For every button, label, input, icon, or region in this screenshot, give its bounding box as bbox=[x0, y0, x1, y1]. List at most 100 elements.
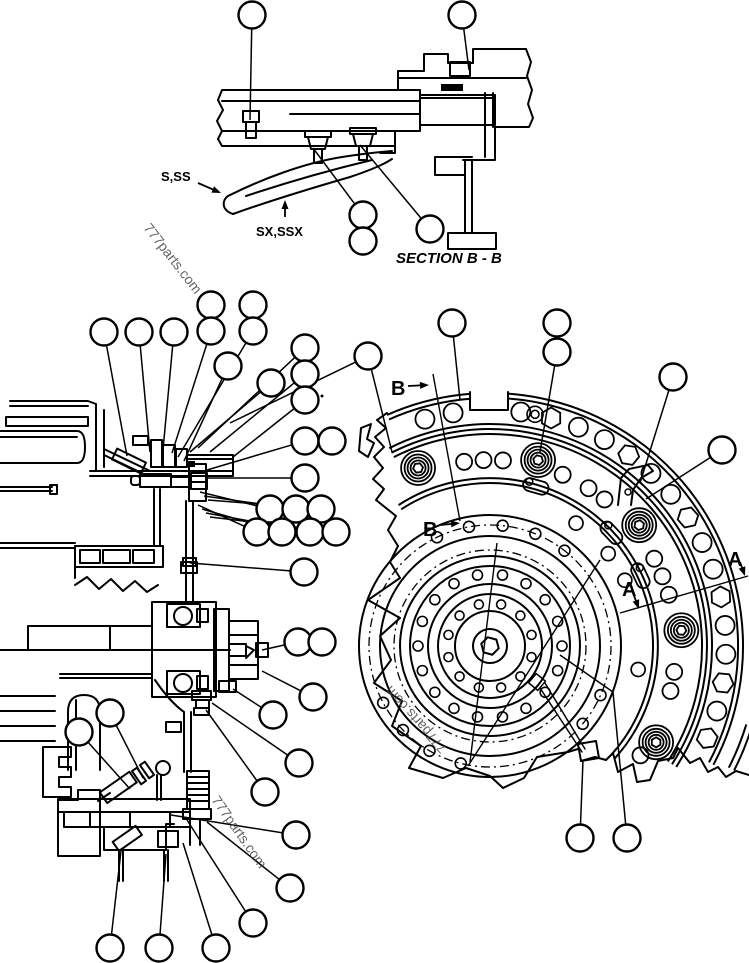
hub-bolt-hole bbox=[471, 711, 484, 723]
section-bb-view bbox=[216, 48, 534, 250]
hub-bolt-hole bbox=[520, 577, 532, 590]
hub-pitch-circle bbox=[393, 549, 587, 743]
socket-bolt bbox=[666, 615, 696, 645]
rim-bolt-hole bbox=[442, 402, 464, 424]
label-s-ss: S,SS bbox=[161, 169, 191, 184]
rim-broken-cap bbox=[358, 423, 375, 458]
socket-bolt bbox=[630, 516, 648, 534]
hub-circle bbox=[358, 514, 622, 778]
socket-bolt bbox=[403, 453, 433, 483]
label-b-bottom: B bbox=[423, 519, 437, 541]
hub-bolt-hole bbox=[515, 610, 526, 621]
hub-bolt-hole bbox=[539, 593, 551, 606]
hub-bolt-hole bbox=[526, 651, 537, 663]
hub-flange-hole bbox=[529, 527, 542, 541]
slot-hole bbox=[604, 521, 613, 530]
hub-bolt-hole bbox=[416, 664, 429, 677]
rim-bolt-hole bbox=[660, 483, 682, 505]
rim-arc bbox=[733, 732, 749, 771]
socket-bolt bbox=[526, 448, 550, 472]
hub-circle bbox=[427, 583, 553, 709]
hub-bolt-hole bbox=[412, 640, 424, 652]
leader-line bbox=[205, 709, 258, 782]
leader-line bbox=[232, 407, 295, 458]
callout-balloon bbox=[437, 308, 467, 338]
leader-line bbox=[249, 28, 253, 121]
rim-arc bbox=[400, 481, 654, 756]
hub-flange-hole bbox=[576, 717, 589, 731]
leader-line bbox=[162, 345, 174, 451]
callout-balloon bbox=[89, 317, 119, 347]
section-bb-left-bolt bbox=[242, 110, 260, 123]
callout-balloon bbox=[237, 0, 267, 30]
callout-balloon bbox=[95, 698, 125, 728]
rim-bolt-hole bbox=[691, 532, 713, 553]
arrow-head bbox=[419, 381, 429, 389]
rim-hex-hole bbox=[695, 727, 719, 749]
hub-bolt-hole bbox=[454, 671, 465, 682]
rim-hex-hole bbox=[541, 406, 562, 430]
hub-bolt-hole bbox=[495, 682, 507, 693]
callout-balloon bbox=[290, 333, 320, 363]
callout-balloon bbox=[415, 214, 445, 244]
hub-bolt-hole bbox=[416, 615, 429, 628]
callout-balloon bbox=[213, 351, 243, 381]
band-hole bbox=[659, 585, 678, 604]
hub-circle bbox=[399, 555, 581, 737]
plate-hole bbox=[616, 572, 633, 589]
callout-balloon bbox=[290, 463, 320, 493]
band-hole bbox=[553, 465, 572, 484]
callout-balloon bbox=[353, 341, 383, 371]
socket-bolt bbox=[641, 727, 671, 757]
callout-balloon bbox=[321, 517, 351, 547]
lower-bearing-ball bbox=[173, 673, 193, 693]
leader-line bbox=[110, 850, 122, 935]
callout-balloon bbox=[348, 226, 378, 256]
label-section-bb: SECTION B - B bbox=[396, 250, 502, 267]
hub-bolt-hole bbox=[454, 610, 465, 621]
flywheel-front-view bbox=[358, 392, 749, 778]
plate-hole bbox=[568, 515, 584, 531]
hub-bolt-hole bbox=[551, 664, 564, 677]
band-hole bbox=[595, 490, 614, 509]
plate-hole bbox=[630, 661, 647, 678]
callout-balloon bbox=[565, 823, 595, 853]
callout-balloon bbox=[201, 933, 231, 963]
leader-line bbox=[452, 336, 461, 401]
leader-line bbox=[159, 853, 167, 935]
label-b-top: B bbox=[391, 378, 405, 400]
callout-balloon bbox=[281, 820, 311, 850]
callout-balloon bbox=[290, 426, 320, 456]
socket-bolt bbox=[638, 724, 675, 761]
callout-balloon bbox=[196, 290, 226, 320]
leader-line bbox=[139, 345, 151, 453]
socket-bolt bbox=[644, 730, 668, 754]
label-sx-ssx: SX,SSX bbox=[256, 224, 303, 239]
callout-balloon bbox=[707, 435, 737, 465]
hub-flange-hole bbox=[423, 744, 436, 758]
watermark-text: 777parts.com bbox=[141, 220, 206, 297]
notched-bracket bbox=[42, 746, 72, 798]
hub-bolt-hole bbox=[526, 629, 537, 641]
leader-line bbox=[171, 343, 208, 454]
detent-ball bbox=[155, 760, 171, 776]
rim-hex-hole bbox=[710, 585, 732, 609]
oblong-slot bbox=[522, 477, 550, 496]
duct-s-ss bbox=[222, 150, 393, 215]
leader-line bbox=[211, 702, 289, 756]
callout-balloon bbox=[250, 777, 280, 807]
leader-line bbox=[579, 759, 584, 825]
callout-balloon bbox=[267, 517, 297, 547]
flywheel-bracket-tab bbox=[617, 464, 654, 506]
slot-hole bbox=[635, 563, 644, 573]
rim-bolt-hole bbox=[715, 643, 737, 665]
leader-line bbox=[189, 562, 291, 572]
callout-balloon bbox=[144, 933, 174, 963]
callout-balloon bbox=[290, 385, 320, 415]
arrow-head bbox=[632, 599, 640, 609]
socket-bolt bbox=[672, 621, 690, 639]
hub-flange-hole bbox=[462, 520, 476, 534]
callout-balloon bbox=[159, 317, 189, 347]
